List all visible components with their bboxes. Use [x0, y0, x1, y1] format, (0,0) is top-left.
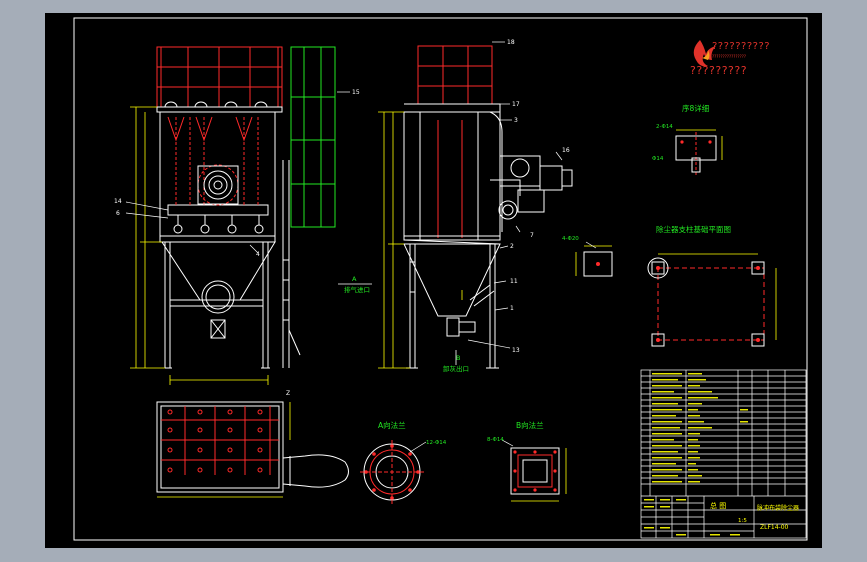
b-flange-dim: 8-Φ14	[487, 437, 504, 443]
foundation-title: 除尘器支柱基础平面图	[656, 224, 731, 234]
label-6: 6	[116, 210, 120, 217]
tb-code: ZLF14-00	[760, 524, 789, 531]
parts-list-fill	[644, 373, 748, 536]
side-view	[338, 41, 573, 369]
detail-8	[675, 129, 723, 176]
label-3: 3	[514, 117, 518, 124]
foundation-dim: 4-Φ20	[562, 236, 579, 242]
label-inlet: 排气进口	[344, 285, 370, 294]
a-flange	[360, 440, 427, 504]
a-flange-title: A向法兰	[378, 420, 406, 430]
detail-dim: 2-Φ14	[656, 124, 673, 130]
label-b-mark: B	[456, 354, 460, 362]
detail-title: 序8详细	[682, 103, 709, 113]
front-view	[125, 46, 350, 385]
plan-view	[156, 401, 349, 498]
b-flange	[501, 439, 567, 502]
label-13: 13	[512, 347, 520, 354]
a-flange-dim: 12-Φ14	[426, 440, 447, 446]
label-17: 17	[512, 101, 520, 108]
label-11: 11	[510, 278, 518, 285]
label-outlet: 卸灰出口	[443, 364, 469, 373]
inner-border	[73, 17, 808, 541]
label-15: 15	[352, 89, 360, 96]
label-1: 1	[510, 305, 514, 312]
drawing-sheet	[45, 13, 822, 548]
tb-label: 总 图	[710, 501, 726, 510]
label-16: 16	[562, 147, 570, 154]
detail-dim2: Φ14	[652, 156, 664, 162]
logo-line1: ??????????	[712, 41, 771, 52]
label-7: 7	[530, 232, 534, 239]
label-4: 4	[256, 251, 260, 258]
tb-title: 脉冲布袋除尘器	[757, 504, 799, 512]
tb-scale: 1:5	[738, 518, 747, 524]
b-flange-title: B向法兰	[516, 420, 544, 430]
label-18: 18	[507, 39, 515, 46]
parts-list	[640, 369, 807, 539]
logo-flame-icon	[693, 40, 716, 67]
logo-line3: ?????????	[690, 64, 748, 77]
foundation-plan	[575, 241, 777, 347]
label-z: Z	[286, 390, 290, 397]
label-2: 2	[510, 243, 514, 250]
label-a-mark: A	[352, 275, 357, 283]
label-14: 14	[114, 198, 122, 205]
logo-line2: ????????????????	[712, 54, 746, 59]
